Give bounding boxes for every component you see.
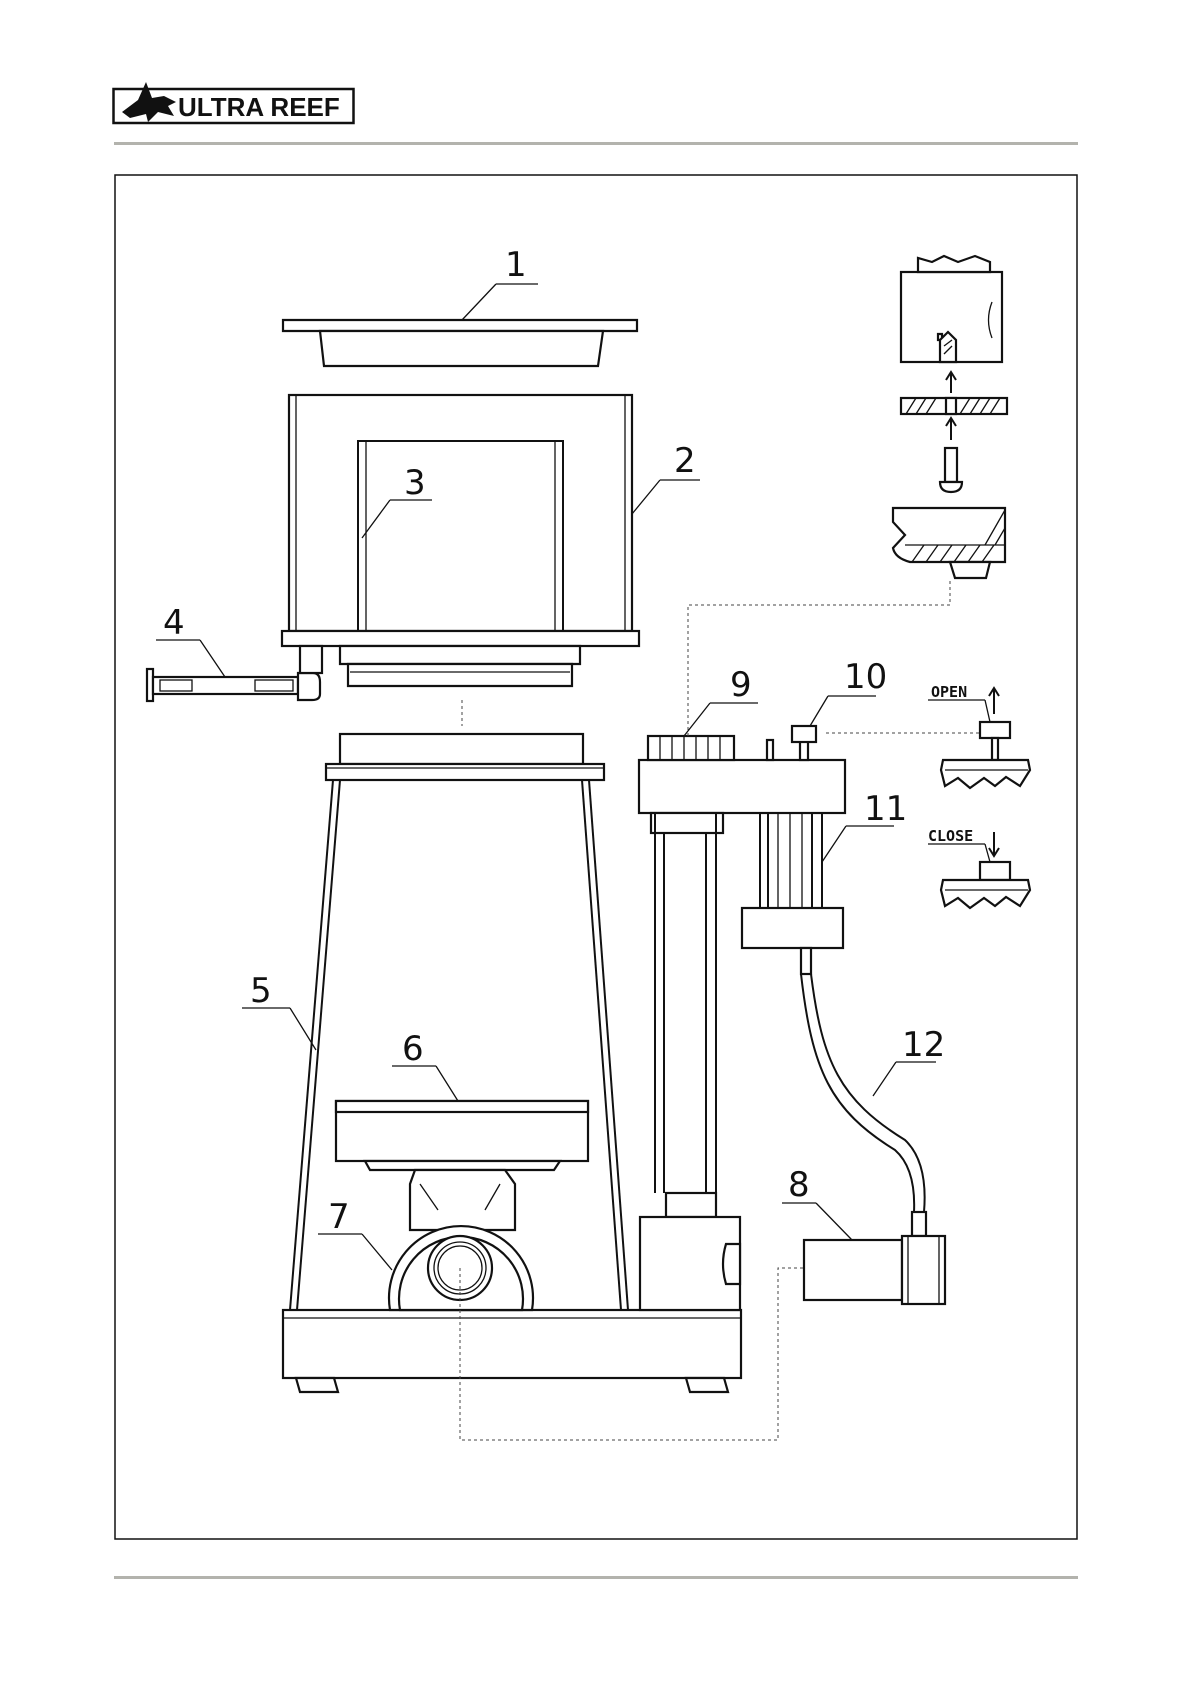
callout-1: 1 [505,245,527,285]
brand-name: ULTRA REEF [178,92,340,122]
callout-4: 4 [163,603,185,643]
skimmer-exploded-diagram: 1 2 3 4 5 6 7 8 9 10 11 12 OPEN CLOSE [114,174,1078,1540]
callout-10: 10 [844,657,887,697]
part-6-diffuser [336,1101,588,1170]
ultra-reef-logo: ULTRA REEF [112,72,356,126]
callout-9: 9 [730,665,752,705]
callout-5: 5 [250,971,272,1011]
part-8-venturi [804,1236,945,1304]
callout-6: 6 [402,1029,424,1069]
callout-2: 2 [674,441,696,481]
part-1-lid [283,320,637,366]
footer-divider [114,1576,1078,1579]
callout-3: 3 [404,463,426,503]
callout-8: 8 [788,1165,810,1205]
part-2-collection-cup [282,395,639,686]
label-open: OPEN [931,683,967,701]
header-divider [114,142,1078,145]
callout-11: 11 [864,789,907,829]
callout-12: 12 [902,1025,945,1065]
label-close: CLOSE [928,827,973,845]
callout-7: 7 [328,1197,350,1237]
